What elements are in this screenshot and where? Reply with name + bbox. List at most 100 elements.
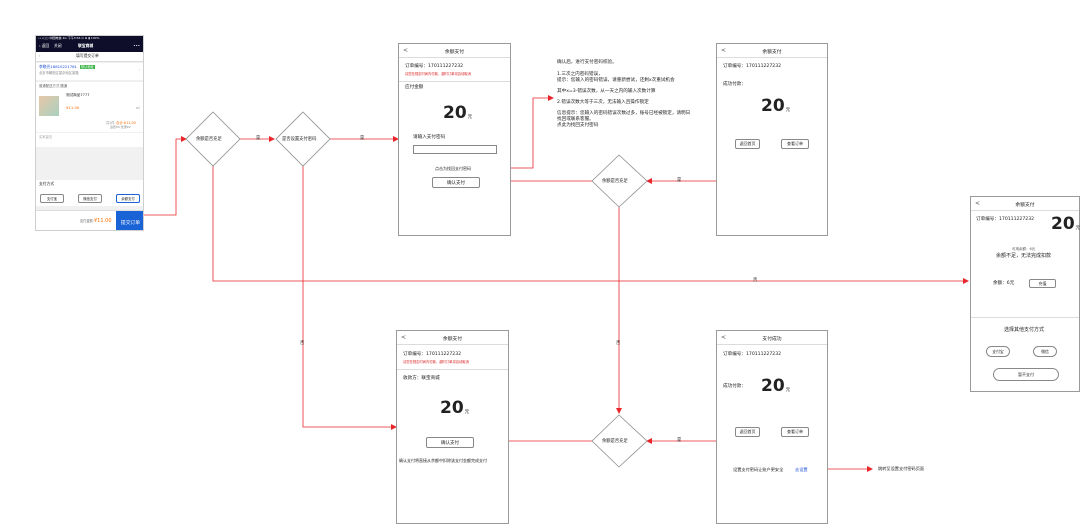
pay-balance-button[interactable]: 余额支付 bbox=[116, 194, 140, 203]
back-icon[interactable]: < bbox=[403, 47, 409, 54]
page-title: 填写提交订单 bbox=[76, 53, 99, 58]
diamond-d2-label: 是否设置支付密码 bbox=[282, 137, 317, 142]
header-back-icon[interactable]: ‹ bbox=[39, 52, 41, 58]
arrow-submit-to-d1 bbox=[144, 136, 187, 216]
product-card: 测试商品7777 ¥11.00 x1 共1件 合计:¥11.00 运费¥0 优惠… bbox=[36, 90, 143, 132]
screen-title: 余额支付 bbox=[444, 49, 465, 55]
screen-pay-success-1: < 余额支付 订单编号：170111227232 成功付款： 20元 返回首页 … bbox=[716, 43, 828, 236]
available-balance-small: 可用余额：6元 bbox=[1012, 247, 1036, 251]
subtotal-freight: 运费¥0 优惠¥0 bbox=[110, 125, 131, 129]
alipay-button[interactable]: 支付宝 bbox=[986, 346, 1010, 357]
back-icon[interactable]: < bbox=[401, 334, 407, 341]
home-button[interactable]: 返回首页 bbox=[735, 427, 760, 437]
pay-wechat-button[interactable]: 微信支付 bbox=[78, 194, 102, 203]
note-line-5: 2.错误次数大等于三次，无法输入且操作锁定 bbox=[557, 100, 649, 105]
pay-amount: 20元 bbox=[440, 398, 470, 418]
forgot-password-link[interactable]: 点击为找回支付密码 bbox=[435, 166, 471, 171]
diamond-d1 bbox=[185, 111, 241, 167]
label-yes-d1: 是 bbox=[256, 136, 261, 141]
subtotal-total: 合计:¥11.00 bbox=[116, 121, 136, 125]
diamond-d1-label: 余额是否充足 bbox=[196, 137, 222, 142]
shipping-text: 普通配送方式 圆通 bbox=[39, 83, 68, 88]
submit-order-button[interactable]: 提交订单 bbox=[116, 211, 143, 230]
remark-placeholder: 买家留言 bbox=[39, 135, 53, 139]
arrow-d2-to-nopwd bbox=[302, 166, 397, 430]
mobile-checkout-screen: •••○○ 中国电信 4G 下午3:56 ⊙ ⊕ ▮ 100% ‹ 返回 关闭 … bbox=[35, 35, 144, 231]
insufficient-message: 余额不足，无法完成扣款 bbox=[996, 253, 1052, 259]
nav-close-button[interactable]: 关闭 bbox=[54, 43, 62, 48]
diamond-d4 bbox=[591, 414, 648, 468]
total-label: 应付金额: bbox=[80, 219, 94, 223]
address-detail: 北京市朝阳区望京地区某路 bbox=[39, 71, 79, 75]
product-price: ¥11.00 bbox=[66, 105, 80, 110]
note-line-8: 点此为找回支付密码 bbox=[557, 123, 599, 128]
view-order-button[interactable]: 查看订单 bbox=[781, 427, 809, 437]
label-yes-d3: 是 bbox=[677, 178, 682, 183]
address-card[interactable]: 李晓光18810221761 默认地址 北京市朝阳区望京地区某路 › bbox=[36, 63, 143, 80]
confirm-pay-button[interactable]: 确认支付 bbox=[426, 437, 474, 448]
screen-pay-success-2: < 支付成功 订单编号：170111227232 成功付款： 20元 返回首页 … bbox=[716, 330, 828, 524]
screen-header: < 余额支付 bbox=[717, 44, 827, 58]
paid-label: 成功付款： bbox=[723, 384, 746, 389]
screen-header: < 余额支付 bbox=[971, 197, 1079, 211]
confirm-pay-button[interactable]: 确认支付 bbox=[432, 177, 480, 188]
timeout-notice: 请您在规定时间内付款，超时订单将自动取消 bbox=[403, 360, 469, 364]
home-button[interactable]: 返回首页 bbox=[735, 139, 760, 149]
status-bar-text: •••○○ 中国电信 4G 下午3:56 ⊙ ⊕ ▮ 100% bbox=[38, 35, 100, 40]
nav-bar: ‹ 返回 关闭 联宝商城 ••• bbox=[36, 42, 143, 52]
set-password-tip: 设置支付密码让账户更安全 bbox=[733, 467, 784, 472]
other-pay-title: 选择其他支付方式 bbox=[1004, 327, 1045, 333]
screen-title: 余额支付 bbox=[1015, 202, 1035, 208]
arrow-d1-to-insuf bbox=[212, 166, 969, 284]
default-badge: 默认地址 bbox=[80, 64, 95, 69]
label-no-d3: 否 bbox=[616, 341, 621, 346]
view-order-button[interactable]: 查看订单 bbox=[781, 139, 809, 149]
label-yes-d2: 是 bbox=[360, 136, 365, 141]
order-number: 订单编号：170111227232 bbox=[976, 217, 1035, 222]
wechat-button[interactable]: 微信 bbox=[1033, 346, 1057, 357]
paid-amount: 20元 bbox=[761, 96, 791, 116]
screen-no-password-pay: < 余额支付 订单编号：170111227232 请您在规定时间内付款，超时订单… bbox=[396, 330, 509, 524]
screen-header: < 余额支付 bbox=[397, 331, 508, 345]
payee: 收款方：联宝商城 bbox=[403, 376, 440, 381]
nav-back-button[interactable]: ‹ 返回 bbox=[39, 43, 50, 48]
diamond-d4-label: 余额是否充足 bbox=[602, 439, 628, 444]
screen-title: 余额支付 bbox=[762, 49, 782, 55]
back-icon[interactable]: < bbox=[721, 47, 727, 54]
label-no-d1: 否 bbox=[753, 278, 758, 283]
password-input[interactable] bbox=[413, 145, 497, 154]
diamond-d2 bbox=[275, 111, 331, 167]
screen-password-pay: < 余额支付 订单编号：170111227232 请您在规定时间内付款，超时订单… bbox=[398, 43, 511, 236]
pay-amount: 20元 bbox=[1051, 214, 1080, 234]
submit-bar: 应付金额: ¥11.00 提交订单 bbox=[36, 210, 143, 230]
address-name: 李晓光18810221761 bbox=[39, 64, 77, 69]
password-label: 请输入支付密码 bbox=[413, 135, 446, 140]
set-password-link[interactable]: 去设置 bbox=[795, 467, 808, 472]
more-icon[interactable]: ••• bbox=[133, 43, 140, 48]
recharge-button[interactable]: 充值 bbox=[1029, 279, 1056, 288]
screen-header: < 余额支付 bbox=[399, 44, 510, 58]
pay-alipay-button[interactable]: 支付宝 bbox=[40, 194, 64, 203]
remark-input[interactable]: 买家留言 bbox=[36, 133, 143, 147]
back-icon[interactable]: < bbox=[975, 200, 981, 207]
nav-title: 联宝商城 bbox=[78, 43, 94, 48]
cancel-pay-button[interactable]: 暂不支付 bbox=[993, 368, 1059, 381]
back-icon[interactable]: < bbox=[721, 334, 727, 341]
label-no-d2: 否 bbox=[300, 341, 305, 346]
label-yes-d4: 是 bbox=[677, 438, 682, 443]
order-number: 订单编号：170111227232 bbox=[723, 64, 782, 69]
product-name: 测试商品7777 bbox=[66, 93, 90, 97]
diamond-d3-label: 余额是否充足 bbox=[602, 179, 628, 184]
screen-header: < 支付成功 bbox=[717, 331, 827, 345]
note-line-2: 1.三次之内密码错误， bbox=[557, 72, 603, 77]
pay-method-section: 支付方式 支付宝 微信支付 余额支付 bbox=[36, 180, 143, 206]
jump-note: 跳转至设置支付密码页面 bbox=[878, 466, 925, 471]
deduct-note: 确认支付将直接从余额中扣除该支付金额完成支付 bbox=[399, 458, 487, 463]
order-number: 订单编号：170111227232 bbox=[405, 64, 464, 69]
screen-title: 余额支付 bbox=[442, 336, 463, 342]
screen-insufficient-balance: < 余额支付 订单编号：170111227232 20元 可用余额：6元 余额不… bbox=[970, 196, 1080, 392]
note-line-1: 确认后，进行支付密码校验。 bbox=[557, 60, 617, 65]
subtotal-count: 共1件 bbox=[106, 121, 115, 125]
pay-amount: 20元 bbox=[443, 103, 473, 123]
pay-method-title: 支付方式 bbox=[39, 181, 55, 186]
